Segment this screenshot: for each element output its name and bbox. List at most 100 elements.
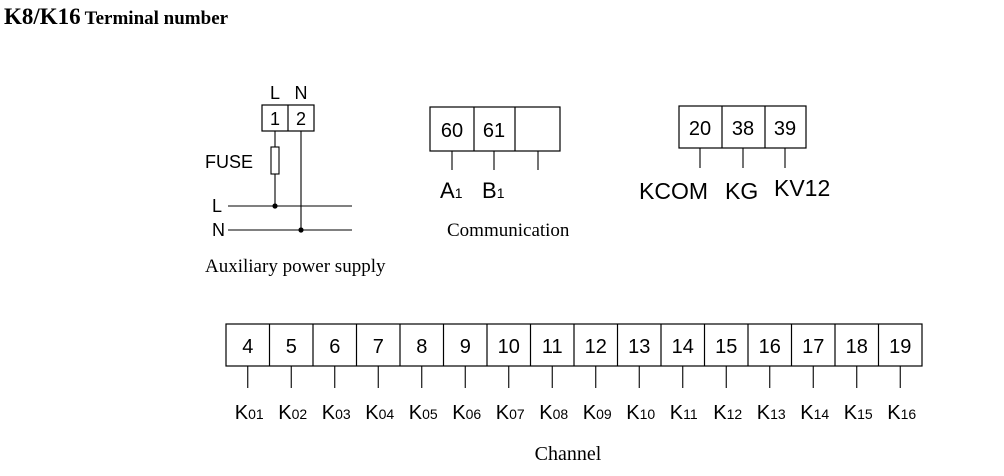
control-label-kg: KG [725,178,758,204]
channel-label: K01 [235,402,264,424]
channel-label-main: K [844,402,858,424]
comm-label-b1: B1 [482,178,505,203]
line-label-l: L [212,196,222,216]
power-col-label-l: L [270,83,280,103]
junction-dot-l [272,203,278,209]
channel-label: K13 [757,402,786,424]
channel-label-main: K [887,402,901,424]
comm-label-a1: A1 [440,178,463,203]
channel-label-sub: 09 [596,406,612,422]
channel-terminal-number: 19 [889,336,911,358]
channel-label-sub: 14 [814,406,830,422]
channel-terminal-number: 14 [672,336,694,358]
channel-label-main: K [800,402,814,424]
channel-terminal-number: 15 [715,336,737,358]
channel-label: K02 [278,402,307,424]
channel-terminal-number: 10 [498,336,520,358]
comm-label-b1-main: B [482,178,497,203]
channel-label: K06 [452,402,481,424]
channel-terminal-number: 7 [373,336,384,358]
comm-label-a1-main: A [440,178,455,203]
junction-dot-n [298,227,304,233]
channel-label: K10 [626,402,655,424]
channel-label: K03 [322,402,351,424]
power-terminal-2: 2 [296,109,306,129]
channel-label-sub: 11 [683,406,698,422]
channel-terminal-number: 17 [802,336,824,358]
channel-label-sub: 03 [335,406,351,422]
channel-label-sub: 13 [770,406,786,422]
channel-label-sub: 07 [509,406,525,422]
channel-label-main: K [713,402,727,424]
channel-label-sub: 15 [857,406,873,422]
channel-label-main: K [757,402,771,424]
power-supply-group: L N 1 2 FUSE L N Auxiliary power supply [205,83,386,277]
channel-label-sub: 10 [640,406,656,422]
comm-caption: Communication [447,220,570,241]
fuse-symbol [270,146,280,175]
control-terminal-38: 38 [732,118,754,140]
page-title: K8/K16 Terminal number [4,4,228,30]
control-group: 20 38 39 KCOM KG KV12 [639,105,830,204]
channel-label: K16 [887,402,916,424]
power-col-label-n: N [295,83,308,103]
channel-terminal-number: 16 [759,336,781,358]
comm-label-a1-sub: 1 [455,185,463,201]
control-terminal-39: 39 [774,118,796,140]
channel-terminal-number: 6 [329,336,340,358]
communication-group: 60 61 A1 B1 Communication [429,106,570,241]
power-caption: Auxiliary power supply [205,256,386,277]
channel-terminal-number: 4 [242,336,253,358]
channel-label: K12 [713,402,742,424]
comm-terminal-61: 61 [483,120,505,142]
channel-terminal-number: 18 [846,336,868,358]
channel-terminal-number: 13 [628,336,650,358]
channel-caption: Channel [535,443,602,465]
channel-label-main: K [365,402,379,424]
channel-label-sub: 02 [292,406,308,422]
channel-terminal-number: 9 [460,336,471,358]
comm-terminal-block [429,106,561,152]
channel-label-main: K [278,402,292,424]
channel-label: K08 [539,402,568,424]
control-label-kcom: KCOM [639,178,708,204]
channel-label-sub: 06 [466,406,482,422]
power-terminal-1: 1 [270,109,280,129]
control-terminal-20: 20 [689,118,711,140]
channel-label-main: K [583,402,597,424]
channel-label: K07 [496,402,525,424]
channel-label-sub: 01 [248,406,264,422]
channel-label-main: K [235,402,249,424]
channel-label: K11 [670,402,698,424]
channel-label-main: K [409,402,423,424]
channel-group: 4K015K026K037K048K059K0610K0711K0812K091… [225,323,923,424]
comm-terminal-60: 60 [441,120,463,142]
control-label-kv12: KV12 [774,175,830,201]
channel-label-main: K [626,402,640,424]
channel-label-main: K [322,402,336,424]
channel-label-main: K [539,402,553,424]
channel-terminal-number: 5 [286,336,297,358]
title-model: K8/K16 [4,4,81,29]
channel-label-sub: 04 [379,406,395,422]
channel-label-main: K [496,402,510,424]
channel-label-sub: 05 [422,406,438,422]
channel-label-sub: 08 [553,406,569,422]
channel-label-main: K [670,402,684,424]
channel-label: K14 [800,402,829,424]
channel-label: K05 [409,402,438,424]
channel-label-sub: 16 [901,406,917,422]
channel-label: K04 [365,402,394,424]
channel-label-sub: 12 [727,406,743,422]
channel-terminal-number: 11 [542,336,563,358]
channel-label-main: K [452,402,466,424]
fuse-label: FUSE [205,152,253,172]
title-text: Terminal number [84,8,229,29]
line-label-n: N [212,220,225,240]
channel-terminal-number: 8 [416,336,427,358]
comm-label-b1-sub: 1 [497,185,505,201]
channel-label: K15 [844,402,873,424]
channel-label: K09 [583,402,612,424]
